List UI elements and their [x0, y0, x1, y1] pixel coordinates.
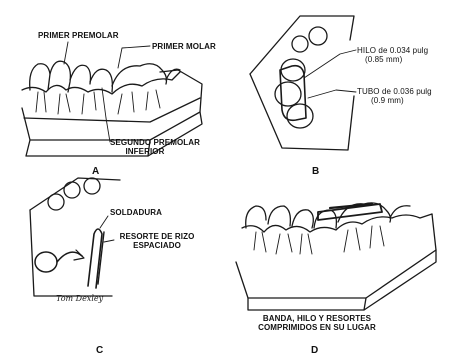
- label-banda-line1: BANDA, HILO Y RESORTES: [252, 314, 382, 323]
- label-resorte-line1: RESORTE DE RIZO: [114, 232, 200, 241]
- label-segundo-premolar-line1: SEGUNDO PREMOLAR: [110, 138, 180, 147]
- panel-d-letter: D: [311, 345, 318, 356]
- label-segundo-premolar: SEGUNDO PREMOLAR INFERIOR: [110, 138, 180, 156]
- panel-b-letter: B: [312, 166, 319, 177]
- panel-b-occlusal-view: [250, 16, 356, 150]
- label-hilo-line2: (0.85 mm): [357, 55, 428, 64]
- label-tubo-line1: TUBO de 0.036 pulg: [357, 87, 432, 96]
- label-tubo: TUBO de 0.036 pulg (0.9 mm): [357, 87, 432, 105]
- label-primer-premolar: PRIMER PREMOLAR: [38, 31, 119, 40]
- label-hilo-line1: HILO de 0.034 pulg: [357, 46, 428, 55]
- label-segundo-premolar-line2: INFERIOR: [110, 147, 180, 156]
- label-soldadura: SOLDADURA: [110, 208, 162, 217]
- label-resorte-line2: ESPACIADO: [114, 241, 200, 250]
- panel-c-loop-spring: [30, 178, 120, 296]
- label-banda-line2: COMPRIMIDOS EN SU LUGAR: [252, 323, 382, 332]
- label-hilo: HILO de 0.034 pulg (0.85 mm): [357, 46, 428, 64]
- label-resorte: RESORTE DE RIZO ESPACIADO: [114, 232, 200, 250]
- panel-a-letter: A: [92, 166, 99, 177]
- panel-c-letter: C: [96, 345, 103, 356]
- panel-d-assembled: [236, 203, 436, 310]
- label-banda: BANDA, HILO Y RESORTES COMPRIMIDOS EN SU…: [252, 314, 382, 332]
- label-primer-molar: PRIMER MOLAR: [152, 42, 216, 51]
- artist-signature: Tom Dexley: [56, 294, 103, 303]
- label-tubo-line2: (0.9 mm): [357, 96, 432, 105]
